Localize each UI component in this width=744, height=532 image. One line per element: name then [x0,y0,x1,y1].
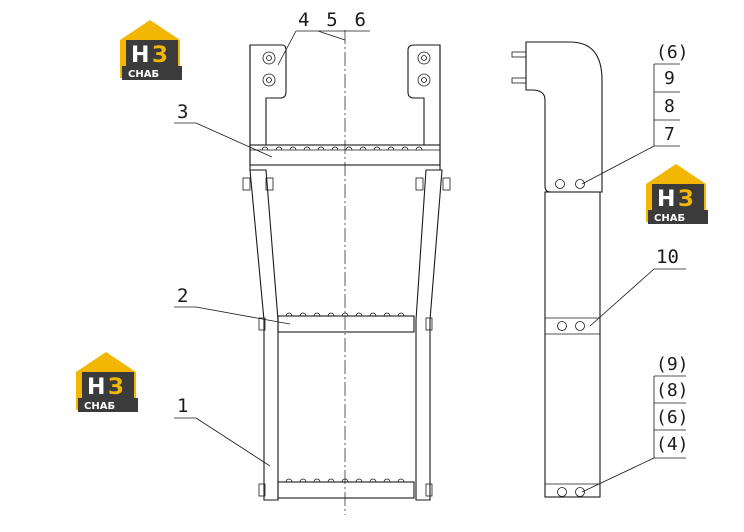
callout-stack-lower: (9) (8) (6) (4) [581,354,689,493]
bottom-rung [277,481,415,499]
callout-2: 2 [177,285,188,307]
callout-stack-upper: (6) 9 8 7 [581,42,689,185]
callout-1: 1 [177,395,188,417]
bolt-circle [262,51,276,65]
middle-rung [277,315,415,333]
svg-text:(6): (6) [656,42,689,63]
logo-watermark [76,352,138,412]
front-view [242,30,451,515]
callout-10: 10 [656,246,679,268]
svg-text:(4): (4) [656,434,689,455]
svg-text:(9): (9) [656,354,689,375]
callout-3: 3 [177,101,188,123]
svg-text:9: 9 [664,68,675,89]
left-mount-bracket [249,44,287,146]
side-strap [544,191,601,498]
callouts: 4 5 6 3 2 1 (6) 9 8 7 10 [174,9,689,493]
top-rung [249,144,441,166]
svg-text:(8): (8) [656,380,689,401]
side-view [511,41,603,498]
side-mount-bracket [525,41,603,193]
mount-pin [511,51,527,58]
svg-text:(6): (6) [656,407,689,428]
callout-4-5-6: 4 5 6 [298,9,366,31]
right-side-rail [415,169,443,501]
logo-watermark [120,20,182,80]
svg-text:7: 7 [664,124,675,145]
logo-watermark [646,164,708,224]
svg-text:8: 8 [664,96,675,117]
left-side-rail [249,169,279,501]
right-mount-bracket [407,44,441,146]
